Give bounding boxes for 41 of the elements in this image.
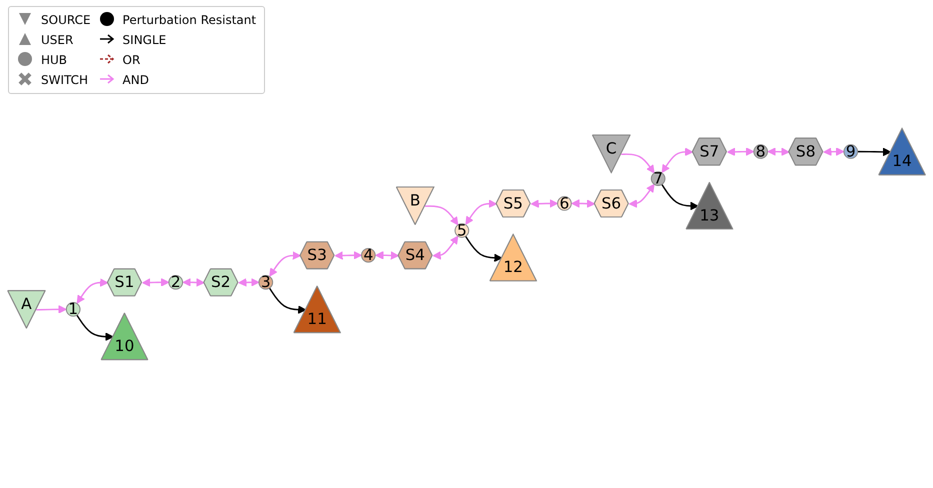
legend-label: HUB [41, 52, 68, 69]
arrow [823, 147, 844, 156]
arrow [36, 305, 67, 314]
arrow [662, 148, 694, 173]
arrow [726, 147, 754, 156]
node-circle: 8 [753, 144, 768, 159]
arrow [142, 278, 170, 287]
arrow [76, 278, 108, 304]
arrow [571, 199, 596, 208]
node-circle: 5 [454, 223, 470, 238]
arrow [628, 184, 655, 208]
node-circle: 2 [168, 275, 184, 290]
arrow [182, 278, 205, 287]
arrow [661, 184, 699, 210]
arrow [268, 288, 306, 314]
node-circle: 6 [557, 196, 572, 211]
legend-label: USER [41, 32, 74, 49]
arrow [76, 314, 114, 341]
legend-label: SWITCH [41, 72, 90, 89]
arrow [334, 251, 362, 260]
arrow [530, 199, 558, 208]
arrow [432, 236, 458, 260]
arrow [465, 200, 497, 225]
arrow [621, 153, 655, 174]
arrow [858, 148, 892, 156]
node-circle: 9 [843, 144, 858, 159]
arrow [768, 147, 790, 156]
legend-label: AND [122, 72, 150, 89]
legend-label: SOURCE [41, 12, 91, 29]
legend-label: Perturbation Resistant [122, 12, 256, 29]
arrow [238, 278, 260, 287]
arrow [269, 251, 301, 277]
node-circle: 4 [361, 248, 376, 263]
node-circle: 3 [258, 275, 274, 290]
legend-label: OR [122, 52, 142, 69]
arrow [464, 236, 502, 262]
node-circle: 7 [650, 171, 666, 186]
arrow [424, 205, 458, 226]
node-circle: 1 [66, 302, 80, 317]
legend-label: SINGLE [122, 32, 168, 49]
arrow [375, 251, 399, 260]
